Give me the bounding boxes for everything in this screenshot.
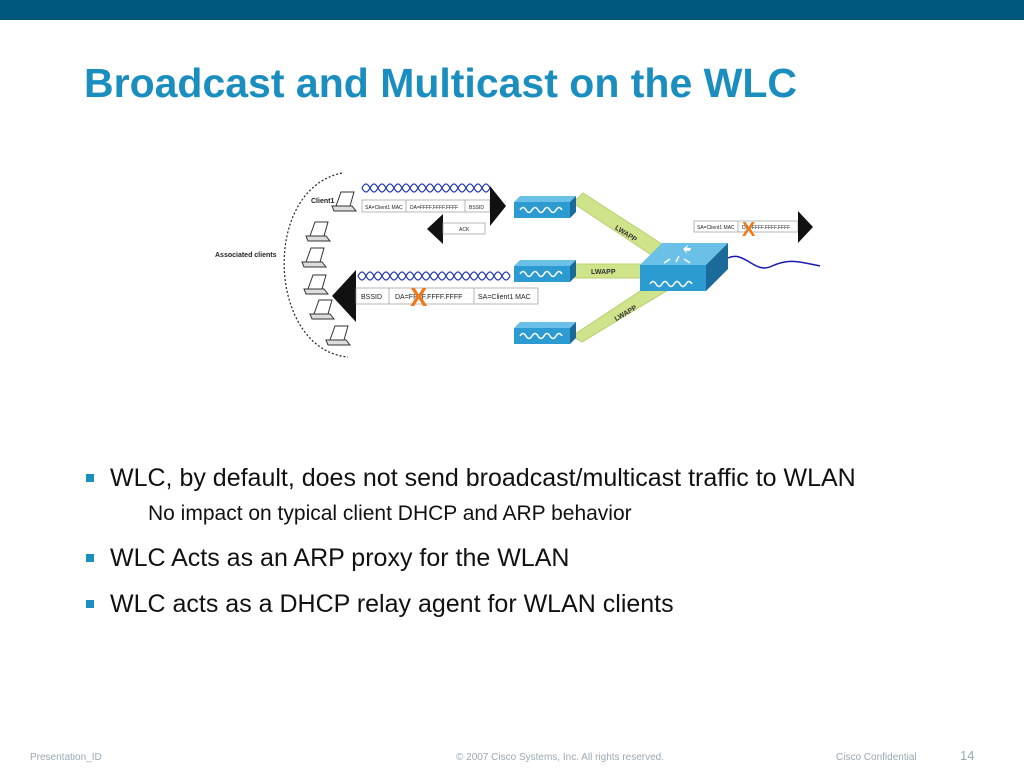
arrow-left-icon [427,214,443,244]
blocked-x-icon: X [742,219,756,241]
laptop-icon [303,274,329,295]
ack-label: ACK [459,227,470,233]
laptop-icon [305,221,331,242]
access-point-icon [513,195,577,219]
bullet-item: WLC acts as a DHCP relay agent for WLAN … [84,588,1004,620]
access-point-icon [513,259,577,283]
frame-field: BSSID [469,205,484,211]
arrow-left-icon [332,270,356,322]
wlc-controller-icon [640,243,728,291]
wlc-diagram: LWAPP LWAPP LWAPP Associated clients Cli… [215,172,821,358]
frame-field: BSSID [361,294,382,301]
bullet-list: WLC, by default, does not send broadcast… [84,462,1004,620]
client1-label: Client1 [311,198,334,205]
arrow-right-icon [490,186,506,226]
downlink-frame: BSSID DA=FFFF.FFFF.FFFF SA=Client1 MAC X [332,270,539,322]
blocked-x-icon: X [410,282,428,312]
footer-confidential: Cisco Confidential [836,752,917,763]
rf-wave-bottom [357,271,511,281]
access-point-icon [513,321,577,345]
associated-clients-label: Associated clients [215,252,277,259]
laptop-icon [325,325,351,346]
frame-field: SA=Client1 MAC [478,294,531,301]
client-group-arc [283,172,349,358]
slide-title: Broadcast and Multicast on the WLC [84,60,797,106]
laptop-icon [331,191,357,212]
frame-field: DA=FFFF.FFFF.FFFF [410,205,458,211]
uplink-frame: SA=Client1 MAC DA=FFFF.FFFF.FFFF BSSID [361,186,506,226]
top-bar [0,0,1024,20]
laptop-icon [309,299,335,320]
rf-wave-top-mirror [361,183,491,193]
footer-copyright: © 2007 Cisco Systems, Inc. All rights re… [456,752,665,763]
bullet-square-icon [86,474,94,482]
bullet-item: WLC Acts as an ARP proxy for the WLAN [84,542,1004,574]
sub-bullet-item: No impact on typical client DHCP and ARP… [148,502,632,525]
frame-field: DA=FFFF.FFFF.FFFF [395,294,462,301]
ack-frame: ACK [427,214,486,244]
rf-wave-bottom-mirror [357,271,511,281]
lwapp-tunnel-1: LWAPP [572,192,669,259]
bullet-item: WLC, by default, does not send broadcast… [84,462,1004,494]
frame-field: SA=Client1 MAC [697,225,735,231]
lwapp-label-2: LWAPP [591,269,616,276]
bullet-square-icon [86,600,94,608]
bullet-square-icon [86,554,94,562]
frame-field: DA=FFFF.FFFF.FFFF [742,225,790,231]
arrow-right-icon [798,211,813,243]
frame-field: SA=Client1 MAC [365,205,403,211]
wired-uplink-cable [727,255,821,269]
footer-presentation-id: Presentation_ID [30,752,102,763]
wired-frame: SA=Client1 MAC DA=FFFF.FFFF.FFFF X [693,211,813,243]
lwapp-tunnel-2: LWAPP [574,263,646,279]
slide-number: 14 [960,748,975,763]
laptop-icon [301,247,327,268]
